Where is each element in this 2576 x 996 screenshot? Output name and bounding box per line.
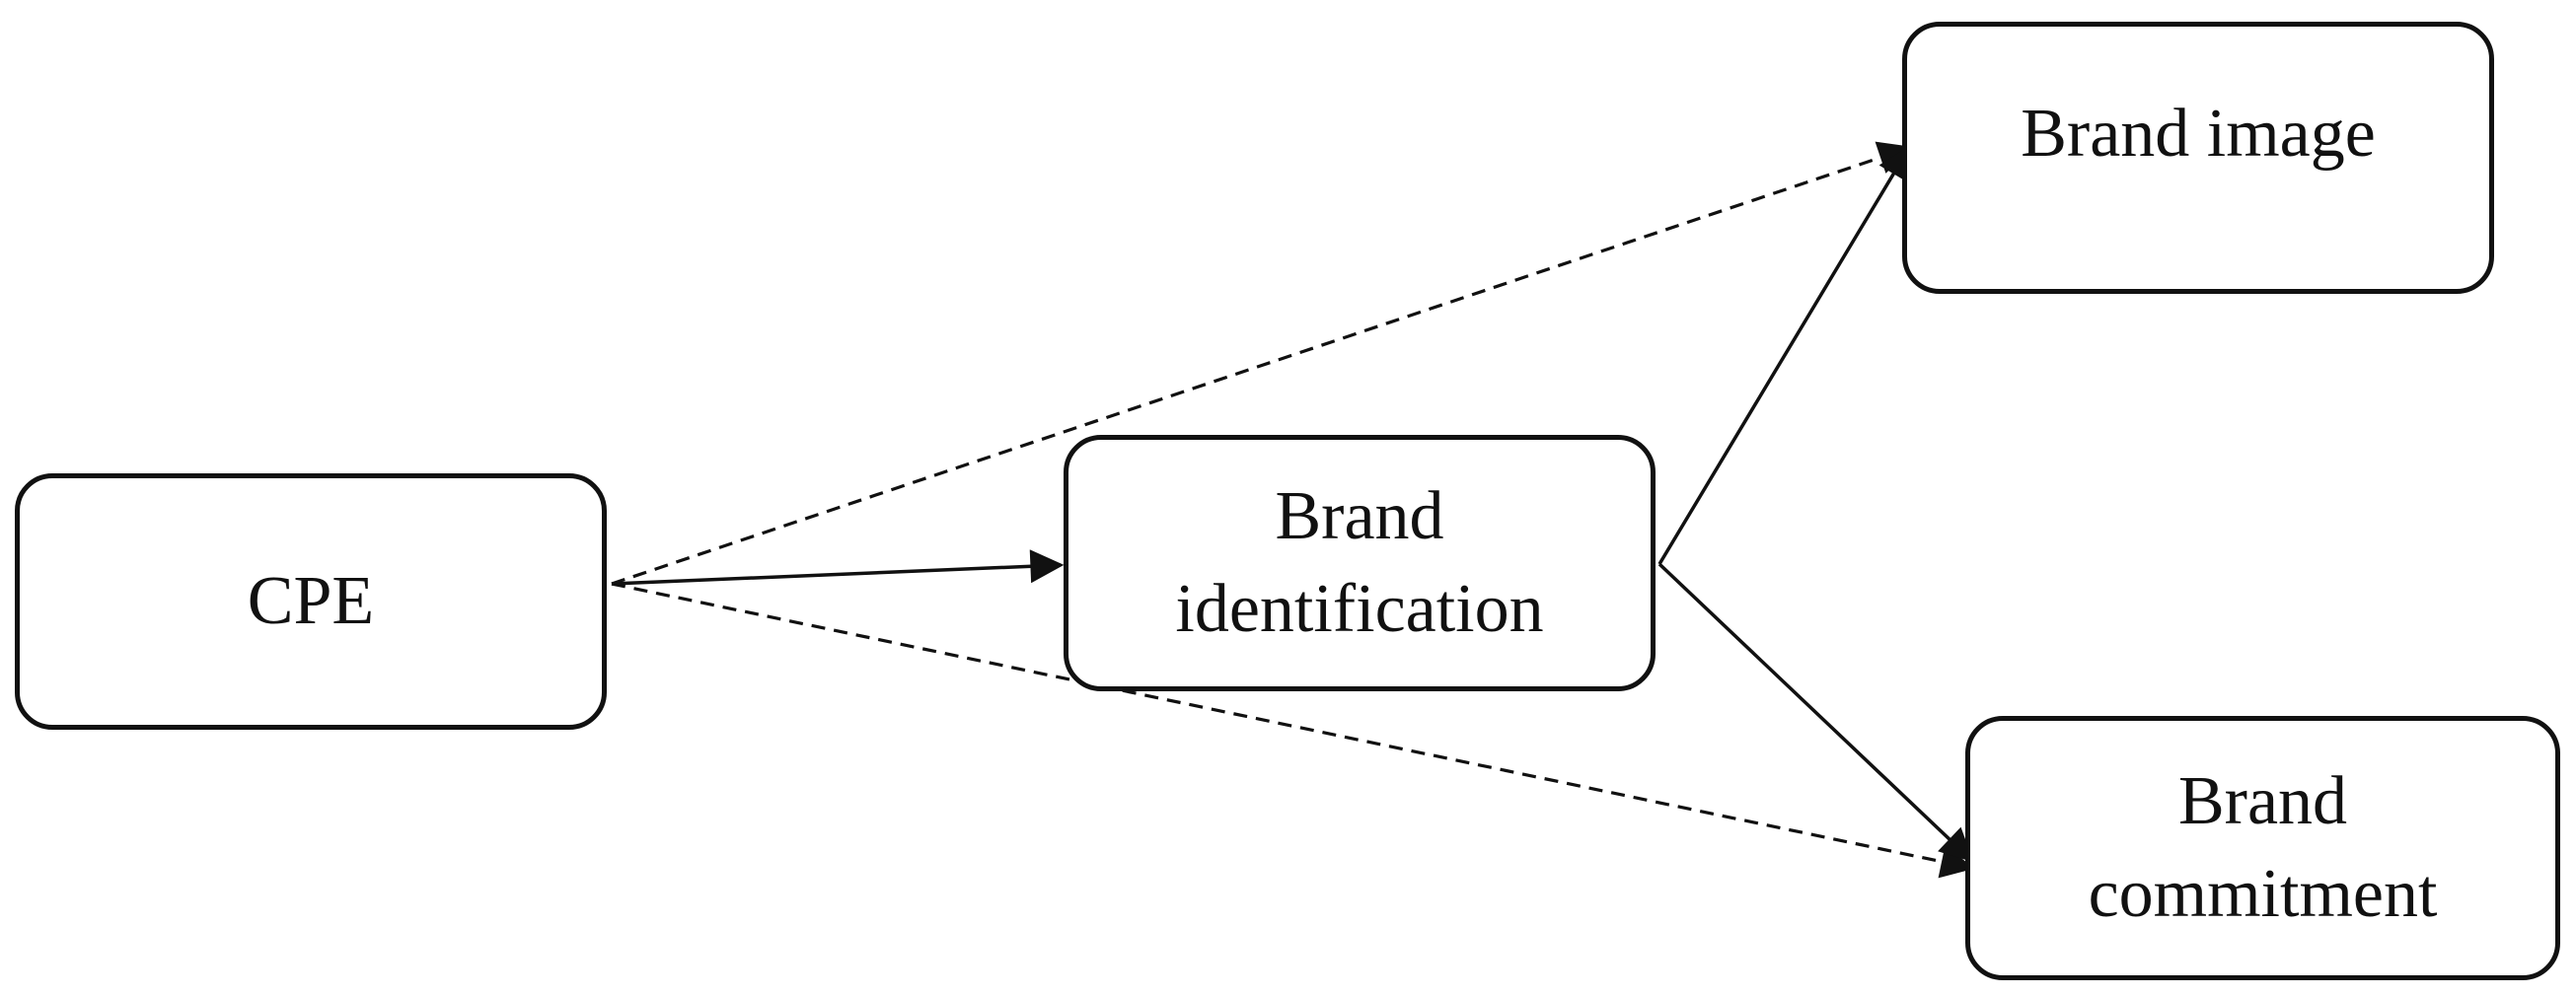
node-brand-image: Brand image: [1902, 22, 2494, 294]
edge-cpe-to-brand-image: [611, 141, 1913, 586]
edge-cpe-to-brand-identification: [611, 549, 1065, 586]
edge-identification-to-brand-image: [1657, 145, 1911, 565]
node-brand-image-label: Brand image: [2021, 96, 2376, 172]
edge-cpe-to-brand-commitment: [611, 582, 1975, 879]
node-cpe: CPE: [15, 473, 607, 730]
node-brand-commitment-line-2: commitment: [2088, 856, 2438, 932]
node-brand-identification: Brand identification: [1064, 435, 1656, 691]
node-brand-identification-line-2: identification: [1175, 571, 1544, 647]
node-cpe-label: CPE: [247, 562, 375, 639]
node-brand-identification-line-1: Brand: [1275, 477, 1444, 554]
edge-identification-to-brand-commitment: [1657, 562, 1974, 863]
node-brand-commitment-line-1: Brand: [2177, 762, 2348, 839]
node-brand-commitment: Brand commitment: [1965, 716, 2560, 980]
